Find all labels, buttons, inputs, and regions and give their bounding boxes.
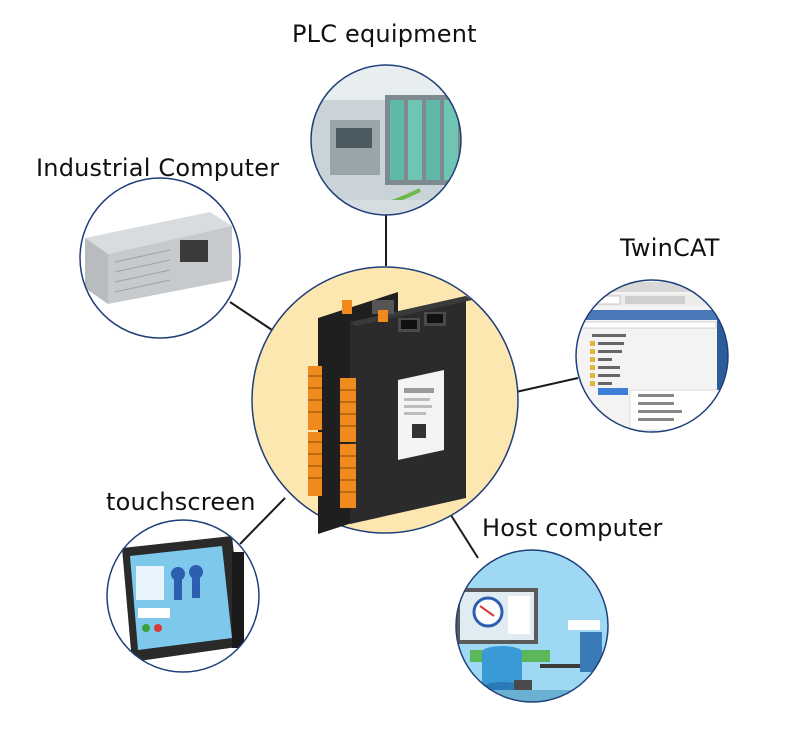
- connector-lines: [229, 215, 579, 559]
- label-touchscreen: touchscreen: [106, 488, 256, 516]
- label-industrial-computer: Industrial Computer: [36, 154, 280, 182]
- plc-equipment-node: [310, 64, 462, 216]
- center-device-node: [251, 266, 519, 534]
- label-plc-equipment: PLC equipment: [292, 20, 477, 48]
- connector-touchscreen: [239, 497, 286, 545]
- io-module-device-image: [308, 292, 472, 534]
- touchscreen-node: [106, 519, 260, 673]
- label-twincat: TwinCAT: [620, 234, 720, 262]
- connector-host-computer: [448, 511, 479, 559]
- host-computer-node: [455, 549, 609, 703]
- twincat-node: [575, 279, 729, 433]
- industrial-computer-node: [79, 177, 241, 339]
- label-host-computer: Host computer: [482, 514, 663, 542]
- connector-industrial-computer: [229, 301, 273, 331]
- connector-twincat: [515, 377, 579, 393]
